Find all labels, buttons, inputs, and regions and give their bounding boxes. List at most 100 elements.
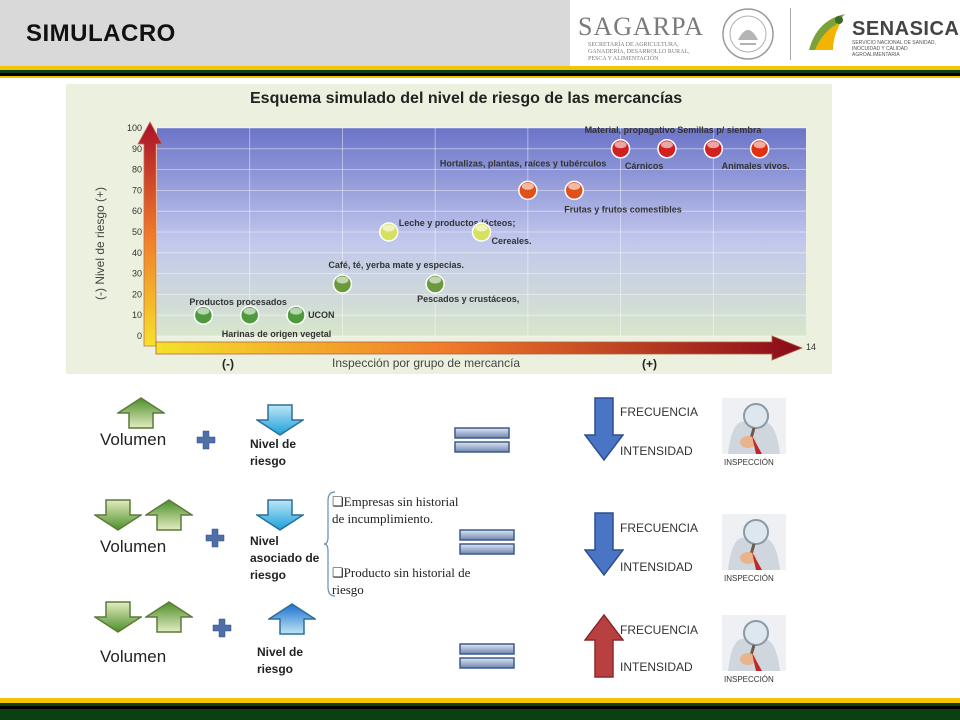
row1-result-down-arrow-icon	[584, 397, 624, 461]
chart-point: Cereales.	[471, 222, 532, 246]
slide-header	[0, 0, 960, 66]
y-tick-label: 50	[132, 227, 142, 237]
x-axis-inspection-arrow	[155, 335, 804, 361]
row1-inspection-magnifier-icon	[722, 398, 786, 454]
row2-plus-icon	[205, 528, 225, 548]
x-axis-minus-label: (-)	[222, 357, 234, 371]
chart-point-highlight	[568, 182, 581, 190]
y-tick-label: 30	[132, 269, 142, 279]
row2-risk-label: Nivel asociado de riesgo	[250, 534, 320, 582]
row1-inspection-label: INSPECCIÓN	[724, 458, 774, 467]
conditions-brace-icon	[324, 491, 336, 597]
row2-volume-label: Volumen	[100, 537, 167, 556]
header-gray-band	[0, 0, 570, 66]
row1-equals-icon	[454, 427, 510, 453]
y-tick-label: 70	[132, 185, 142, 195]
chart-point-label: Material, propagativo	[585, 125, 676, 135]
chart-point-highlight	[753, 141, 766, 149]
y-tick-label: 40	[132, 248, 142, 258]
chart-point-label: Hortalizas, plantas, raíces y tubérculos	[440, 158, 607, 168]
chart-point-label: Productos procesados	[189, 297, 287, 307]
chart-point-label: Café, té, yerba mate y especias.	[328, 260, 464, 270]
row1-risk-label: Nivel de riesgo	[250, 437, 297, 468]
row2-frequency-label: FRECUENCIA	[620, 521, 699, 535]
chart-point: Harinas de origen vegetal	[222, 305, 331, 339]
row3-volume-label: Volumen	[100, 647, 167, 666]
chart-point-highlight	[475, 224, 488, 232]
footer-stripe-yellow	[0, 698, 960, 703]
row1-volume-label: Volumen	[100, 430, 167, 449]
chart-title: Esquema simulado del nivel de riesgo de …	[250, 90, 683, 107]
volume-up-arrow-icon	[145, 499, 193, 531]
row2-intensity-label: INTENSIDAD	[620, 560, 693, 574]
row3-plus-icon	[212, 618, 232, 638]
row3-frequency-label: FRECUENCIA	[620, 623, 699, 637]
row3-inspection-magnifier-icon	[722, 615, 786, 671]
row1-intensity-label: INTENSIDAD	[620, 444, 693, 458]
row3-intensity-label: INTENSIDAD	[620, 660, 693, 674]
header-stripe-yellow	[0, 66, 960, 70]
chart-point-highlight	[707, 141, 720, 149]
risk-scatter-chart: 0 10 20 30 40 50 60 70 80 90 100 14 (-) Nivel de r…	[93, 121, 816, 371]
row2-result-down-arrow-icon	[584, 512, 624, 576]
condition-item: ❏Producto sin historial de riesgo	[332, 565, 471, 597]
footer-stripe-black	[0, 706, 960, 709]
row2-inspection-magnifier-icon	[722, 514, 786, 570]
chart-point-highlight	[243, 307, 256, 315]
condition-item: ❏Empresas sin historial de incumplimient…	[332, 494, 459, 526]
x-axis-plus-label: (+)	[642, 357, 657, 371]
risk-down-arrow-icon	[256, 404, 304, 436]
logo-divider	[790, 8, 791, 60]
chart-point: Animales vivos.	[722, 139, 790, 171]
risk-down-arrow-icon	[256, 499, 304, 531]
x-axis-end-label: 14	[806, 342, 816, 352]
chart-point: Productos procesados	[189, 297, 287, 325]
chart-point-label: UCON	[308, 310, 335, 320]
y-tick-label: 80	[132, 165, 142, 175]
y-tick-label: 100	[127, 123, 142, 133]
chart-point-highlight	[336, 276, 349, 284]
senasica-emblem-icon	[809, 14, 845, 50]
chart-point-label: Animales vivos.	[722, 161, 790, 171]
row2-inspection-label: INSPECCIÓN	[724, 574, 774, 583]
volume-up-arrow-icon	[145, 601, 193, 633]
header-stripe-black	[0, 73, 960, 76]
chart-point-highlight	[197, 307, 210, 315]
chart-point: Frutas y frutos comestibles	[564, 180, 682, 214]
chart-point: Leche y productos lácteos;	[379, 218, 515, 242]
checkbox-icon: ❏	[332, 565, 344, 580]
y-tick-label: 20	[132, 289, 142, 299]
senasica-logo: SENASICA	[852, 18, 960, 40]
y-axis-label: (-) Nivel de riesgo (+)	[93, 187, 107, 300]
checkbox-icon: ❏	[332, 494, 344, 509]
chart-point-label: Semillas p/ siembra	[677, 125, 762, 135]
volume-down-arrow-icon	[94, 499, 142, 531]
row3-risk-label: Nivel de riesgo	[257, 645, 304, 676]
senasica-logo-subtitle: SERVICIO NACIONAL DE SANIDAD, INOCUIDAD …	[852, 40, 936, 58]
y-tick-label: 90	[132, 144, 142, 154]
chart-point-highlight	[614, 141, 627, 149]
row1-plus-icon	[196, 430, 216, 450]
chart-point-highlight	[660, 141, 673, 149]
chart-point: Cárnicos	[625, 139, 677, 171]
row3-equals-icon	[459, 643, 515, 669]
chart-point-label: Pescados y crustáceos,	[417, 294, 519, 304]
chart-point-highlight	[521, 182, 534, 190]
row3-inspection-label: INSPECCIÓN	[724, 675, 774, 684]
chart-point-highlight	[429, 276, 442, 284]
risk-up-arrow-icon	[268, 603, 316, 635]
header-stripe-yellow-2	[0, 76, 960, 78]
chart-point: Pescados y crustáceos,	[417, 274, 519, 304]
chart-point-label: Cereales.	[492, 236, 532, 246]
y-tick-label: 10	[132, 310, 142, 320]
row3-result-up-arrow-icon	[584, 614, 624, 678]
sagarpa-logo-subtitle: SECRETARÍA DE AGRICULTURA, GANADERÍA, DE…	[588, 42, 690, 62]
x-axis-label: Inspección por grupo de mercancía	[332, 356, 520, 370]
y-tick-label: 0	[137, 331, 142, 341]
volume-down-arrow-icon	[94, 601, 142, 633]
y-tick-label: 60	[132, 206, 142, 216]
sagarpa-logo: SAGARPA	[578, 12, 704, 41]
chart-point: UCON	[286, 305, 335, 325]
chart-grid	[157, 127, 806, 337]
row2-equals-icon	[459, 529, 515, 555]
